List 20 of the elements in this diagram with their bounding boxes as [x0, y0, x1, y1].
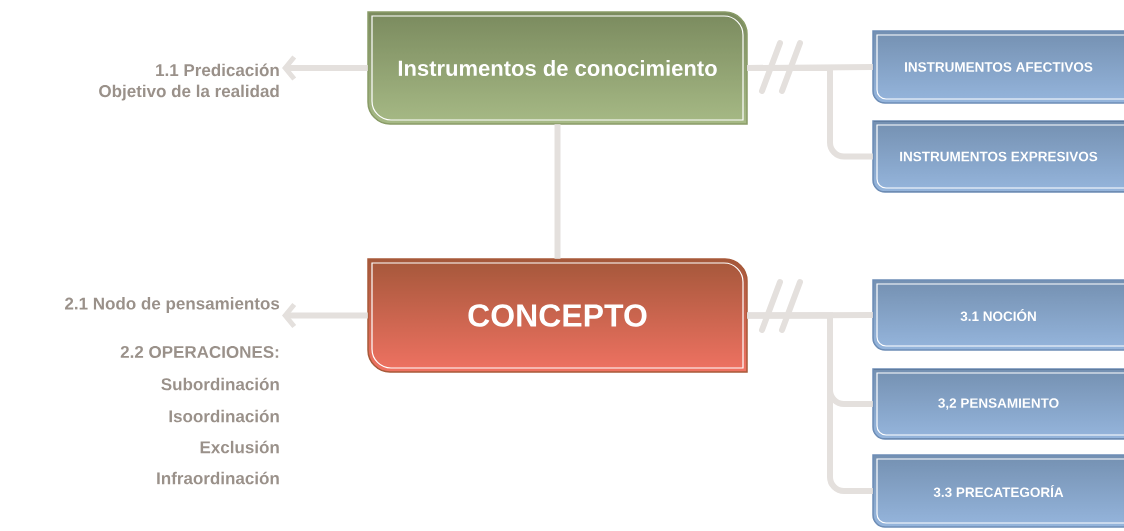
concept-box: CONCEPTO [367, 258, 748, 373]
side-text: 2.2 OPERACIONES: [120, 346, 279, 358]
arrow [282, 55, 368, 81]
side-text: Subordinación [161, 377, 279, 391]
side-text: Isoordinación [169, 409, 279, 423]
side-text: Exclusión [200, 440, 279, 454]
connector-line [554, 124, 561, 259]
side-text: 1.1 Predicación Objetivo de la realidad [99, 63, 279, 101]
side-text: 2.1 Nodo de pensamientos [65, 297, 280, 313]
arrow [282, 302, 368, 329]
connector-line [747, 65, 873, 160]
connector-line [747, 312, 873, 319]
category-box: INSTRUMENTOS EXPRESIVOS [872, 120, 1124, 193]
side-text: Infraordinación [157, 471, 279, 485]
concept-box: Instrumentos de conocimiento [367, 11, 748, 125]
category-box: 3,2 PENSAMIENTO [872, 368, 1124, 440]
connector-line [747, 312, 873, 494]
category-box: 3.1 NOCIÓN [872, 279, 1124, 351]
category-box: 3.3 PRECATEGORÍA [872, 454, 1124, 528]
category-box: INSTRUMENTOS AFECTIVOS [872, 30, 1124, 104]
